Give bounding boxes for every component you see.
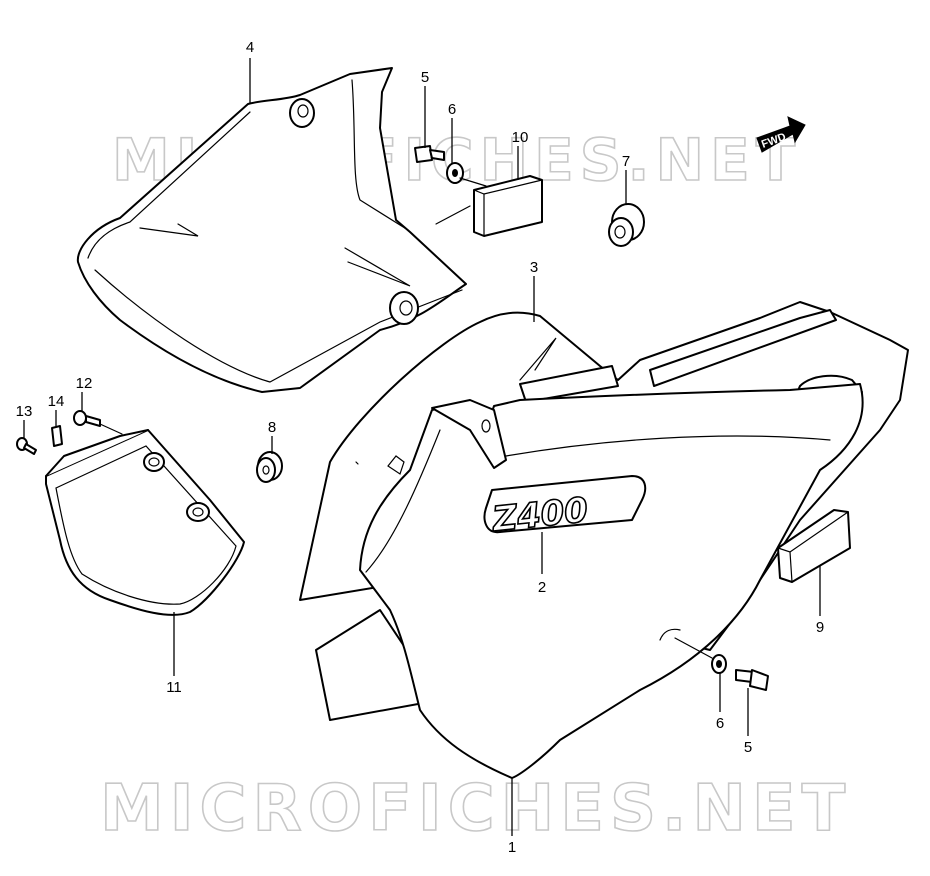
callout-14: 14 xyxy=(48,393,65,410)
guide-line-top xyxy=(435,177,487,225)
part-11-small-cover xyxy=(45,429,245,616)
callout-7: 7 xyxy=(622,153,630,170)
callout-3: 3 xyxy=(530,259,538,276)
callout-13: 13 xyxy=(16,403,33,420)
part-6-washer-top xyxy=(446,162,464,184)
part-2-emblem: Z400 xyxy=(483,475,647,541)
leader-lines xyxy=(23,58,821,836)
guide-line-bottom xyxy=(674,637,713,659)
part-1-side-cover xyxy=(355,383,864,779)
part-10-pad xyxy=(473,175,543,237)
part-9-pad xyxy=(777,509,851,583)
callout-4: 4 xyxy=(246,39,254,56)
callout-5-top: 5 xyxy=(421,69,429,86)
watermark-bottom: MICROFICHES.NET xyxy=(100,772,851,846)
callout-5-bottom: 5 xyxy=(744,739,752,756)
callout-9: 9 xyxy=(816,619,824,636)
part-12-screw xyxy=(73,410,101,427)
part-8-grommet xyxy=(256,451,283,483)
callout-6-bottom: 6 xyxy=(716,715,724,732)
callout-8: 8 xyxy=(268,419,276,436)
guide-line-12 xyxy=(99,423,123,435)
callout-2: 2 xyxy=(538,579,546,596)
callout-10: 10 xyxy=(512,129,529,146)
emblem-label: Z400 xyxy=(490,490,590,540)
part-4-frame-cover xyxy=(76,67,467,393)
part-5-bolt-bottom xyxy=(735,669,769,691)
callout-1: 1 xyxy=(508,839,516,856)
part-13-screw xyxy=(16,437,37,455)
callout-6-top: 6 xyxy=(448,101,456,118)
callout-12: 12 xyxy=(76,375,93,392)
callout-11: 11 xyxy=(166,679,182,696)
part-6-washer-bottom xyxy=(711,654,727,674)
part-7-grommet xyxy=(608,203,645,247)
part-14-clip xyxy=(51,425,63,447)
part-5-bolt-top xyxy=(414,145,445,163)
